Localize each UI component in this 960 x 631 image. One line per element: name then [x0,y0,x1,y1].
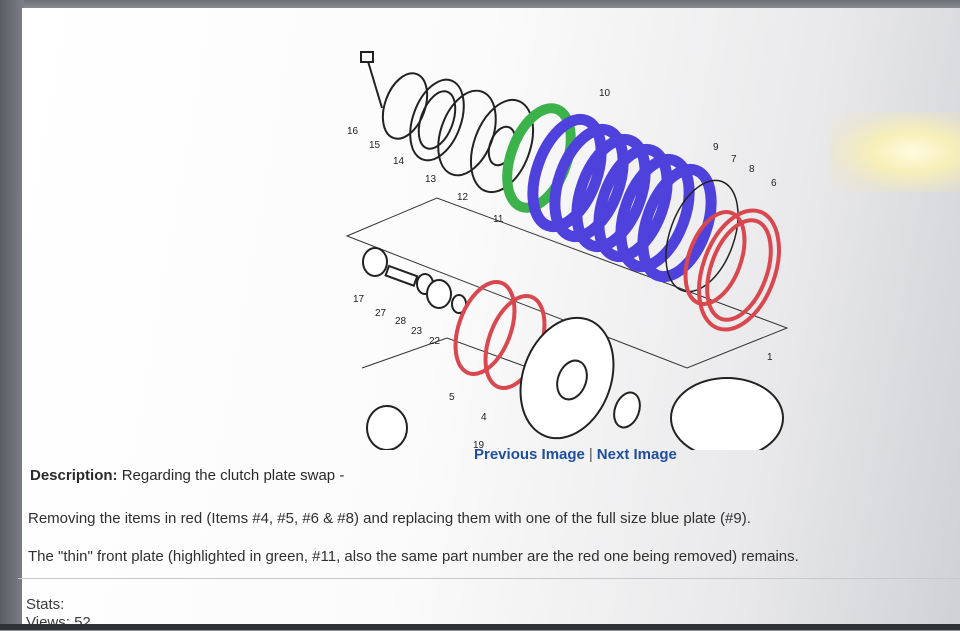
plate-part-7 [665,179,739,293]
next-image-link[interactable]: Next Image [596,446,677,463]
bearing-lower [366,405,408,450]
label-4: 4 [481,412,487,423]
label-12: 12 [457,192,469,203]
paragraph-thin-plate: The "thin" front plate (highlighted in g… [28,548,799,565]
outline-box-lower [361,337,558,379]
label-6: 6 [771,178,777,189]
plate-part-14 [409,78,465,162]
clutch-housing-part-1 [670,377,784,450]
blue-plate-6 [637,163,717,283]
stats-label: Stats: [26,596,65,613]
label-5: 5 [449,392,455,403]
blue-plate-1 [527,113,607,233]
taskbar [0,624,960,630]
image-navigation: Previous Image|Next Image [474,446,677,463]
washer-part-19 [613,391,641,429]
bearing-part-17 [362,247,388,277]
browser-page: 16 15 14 13 12 11 10 9 7 8 6 17 27 28 23… [22,8,960,628]
label-22: 22 [429,336,441,347]
divider [18,578,960,579]
clutch-diagram-svg: 16 15 14 13 12 11 10 9 7 8 6 17 27 28 23… [345,51,789,450]
label-10: 10 [599,88,611,99]
blue-plate-2 [549,123,629,243]
nut-part-23 [426,279,452,309]
bolt-part-16 [360,51,383,109]
clutch-exploded-diagram[interactable]: 16 15 14 13 12 11 10 9 7 8 6 17 27 28 23… [327,38,797,450]
label-23: 23 [411,326,423,337]
nav-separator: | [588,446,593,463]
red-plate-part-6 [697,208,781,332]
plate-part-15 [381,72,429,140]
label-15: 15 [369,140,381,151]
blue-plate-3 [571,133,651,253]
label-11: 11 [493,214,504,225]
label-13: 13 [425,174,437,185]
description: Description: Regarding the clutch plate … [30,467,344,484]
label-8: 8 [749,164,755,175]
blue-plate-5 [615,153,695,273]
description-label: Description: [30,467,118,484]
label-9: 9 [713,142,719,153]
previous-image-link[interactable]: Previous Image [474,446,585,463]
label-16: 16 [347,126,359,137]
label-27: 27 [375,308,387,319]
paragraph-removing: Removing the items in red (Items #4, #5,… [28,510,751,527]
description-text: Regarding the clutch plate swap - [121,467,345,484]
label-14: 14 [393,156,405,167]
shaft-part-27 [384,264,419,287]
red-ring-part-5 [453,280,517,376]
label-1: 1 [767,352,773,363]
blue-plate-4 [593,143,673,263]
screen-glare [830,112,960,192]
label-28: 28 [395,316,407,327]
label-19: 19 [473,440,485,450]
pressure-plate-part-12 [469,98,535,194]
monitor-bezel-left [0,0,24,630]
label-7: 7 [731,154,737,165]
label-17: 17 [353,294,365,305]
